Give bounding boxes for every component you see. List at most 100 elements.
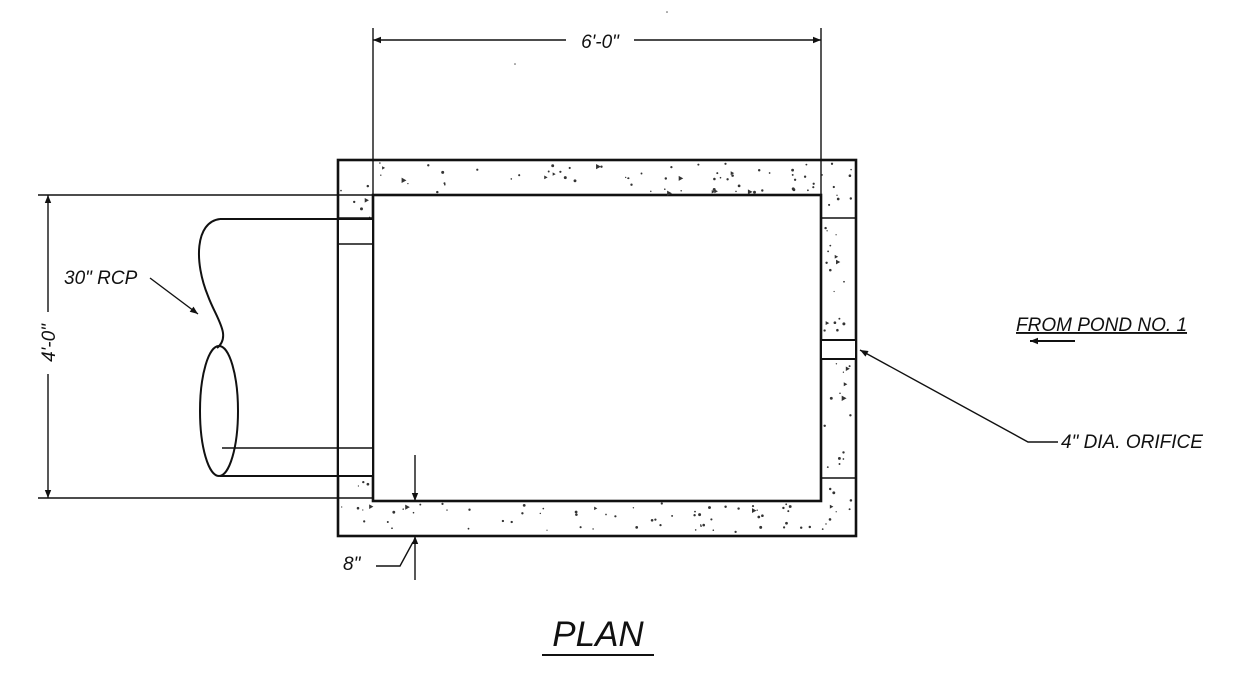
concrete-speckle [710, 518, 713, 521]
concrete-speckle [843, 382, 848, 387]
concrete-speckle [791, 168, 794, 172]
concrete-speckle [787, 510, 790, 513]
inflow-callout: FROM POND NO. 1 [1016, 315, 1187, 345]
concrete-speckle [835, 234, 837, 236]
concrete-speckle [785, 503, 788, 506]
concrete-speckle [708, 506, 711, 510]
height-dimension: 4'-0" [38, 194, 373, 499]
concrete-speckle [799, 526, 803, 529]
concrete-speckle [694, 529, 697, 531]
concrete-speckle [826, 466, 829, 469]
concrete-speckle [768, 172, 771, 174]
concrete-speckle [824, 226, 827, 230]
pipe-break-line [198, 218, 225, 349]
concrete-speckle [446, 509, 448, 511]
concrete-speckle [518, 174, 521, 177]
wall-thickness-dimension: 8" [343, 455, 419, 580]
concrete-speckle [362, 480, 365, 484]
concrete-speckle [379, 162, 381, 164]
concrete-speckle [830, 162, 834, 165]
width-dimension-label: 6'-0" [581, 32, 620, 53]
concrete-speckle [392, 510, 396, 514]
concrete-speckle [521, 512, 524, 515]
concrete-speckle [630, 183, 633, 186]
concrete-speckle [366, 184, 370, 188]
concrete-speckle [834, 254, 839, 259]
height-dimension-label: 4'-0" [39, 323, 60, 362]
concrete-speckle [747, 189, 753, 195]
concrete-speckle [849, 499, 853, 502]
concrete-speckle [838, 317, 841, 320]
stray-mark [666, 11, 668, 13]
concrete-speckle [678, 175, 684, 181]
orifice-opening [821, 339, 856, 360]
concrete-speckle [382, 166, 386, 170]
concrete-speckle [573, 179, 577, 183]
concrete-speckle [825, 261, 828, 264]
concrete-speckle [427, 164, 430, 167]
concrete-speckle [849, 414, 852, 417]
concrete-speckle [341, 506, 343, 508]
concrete-speckle [542, 507, 545, 510]
concrete-speckle [563, 176, 567, 180]
concrete-speckle [654, 518, 657, 521]
concrete-speckle [364, 197, 369, 203]
concrete-speckle [640, 172, 643, 175]
concrete-speckle [592, 528, 594, 530]
concrete-speckle [360, 207, 363, 211]
concrete-speckle [698, 513, 702, 517]
concrete-speckle [596, 163, 601, 170]
concrete-speckle [836, 197, 840, 201]
box-outer-wall [336, 158, 858, 538]
concrete-speckle [443, 183, 446, 186]
concrete-speckle [544, 175, 548, 180]
concrete-speckle [823, 329, 826, 332]
concrete-speckle [828, 487, 832, 491]
concrete-speckle [579, 526, 582, 529]
pipe-label: 30" RCP [64, 268, 138, 289]
concrete-speckle [694, 510, 696, 513]
concrete-speckle [353, 200, 356, 204]
concrete-speckle [357, 485, 360, 487]
concrete-speckle [441, 502, 444, 505]
concrete-speckle [693, 514, 696, 517]
concrete-speckle [838, 463, 841, 465]
width-dimension: 6'-0" [372, 28, 822, 195]
concrete-speckle [829, 396, 833, 400]
concrete-speckle [476, 168, 479, 171]
concrete-speckle [812, 182, 815, 185]
concrete-speckle [731, 174, 734, 177]
concrete-speckle [825, 321, 830, 326]
concrete-speckle [835, 511, 837, 513]
concrete-speckle [842, 371, 845, 373]
concrete-speckle [724, 162, 727, 165]
rcp-pipe [198, 218, 373, 477]
concrete-speckle [436, 190, 439, 194]
wall-joints [338, 217, 856, 479]
concrete-speckle [405, 504, 410, 510]
inflow-label: FROM POND NO. 1 [1016, 315, 1187, 336]
concrete-speckle [664, 188, 666, 190]
concrete-speckle [828, 203, 831, 206]
concrete-speckle [559, 170, 562, 173]
concrete-speckle [785, 521, 788, 525]
concrete-speckle [833, 321, 837, 325]
concrete-speckle [391, 527, 393, 530]
concrete-speckle [407, 182, 409, 185]
concrete-speckle [836, 194, 838, 196]
concrete-speckle [552, 172, 556, 176]
concrete-speckle [468, 508, 471, 511]
concrete-speckle [712, 188, 716, 191]
concrete-speckle [667, 190, 672, 196]
concrete-speckle [821, 528, 824, 530]
concrete-speckle [712, 529, 715, 531]
concrete-speckle [680, 189, 682, 192]
concrete-speckle [547, 170, 550, 173]
concrete-speckle [650, 190, 652, 193]
concrete-speckle [441, 170, 445, 174]
concrete-speckle [782, 526, 786, 529]
concrete-speckle [793, 178, 797, 181]
concrete-speckle [627, 177, 630, 180]
concrete-speckle [702, 523, 706, 527]
concrete-speckle [697, 163, 700, 166]
